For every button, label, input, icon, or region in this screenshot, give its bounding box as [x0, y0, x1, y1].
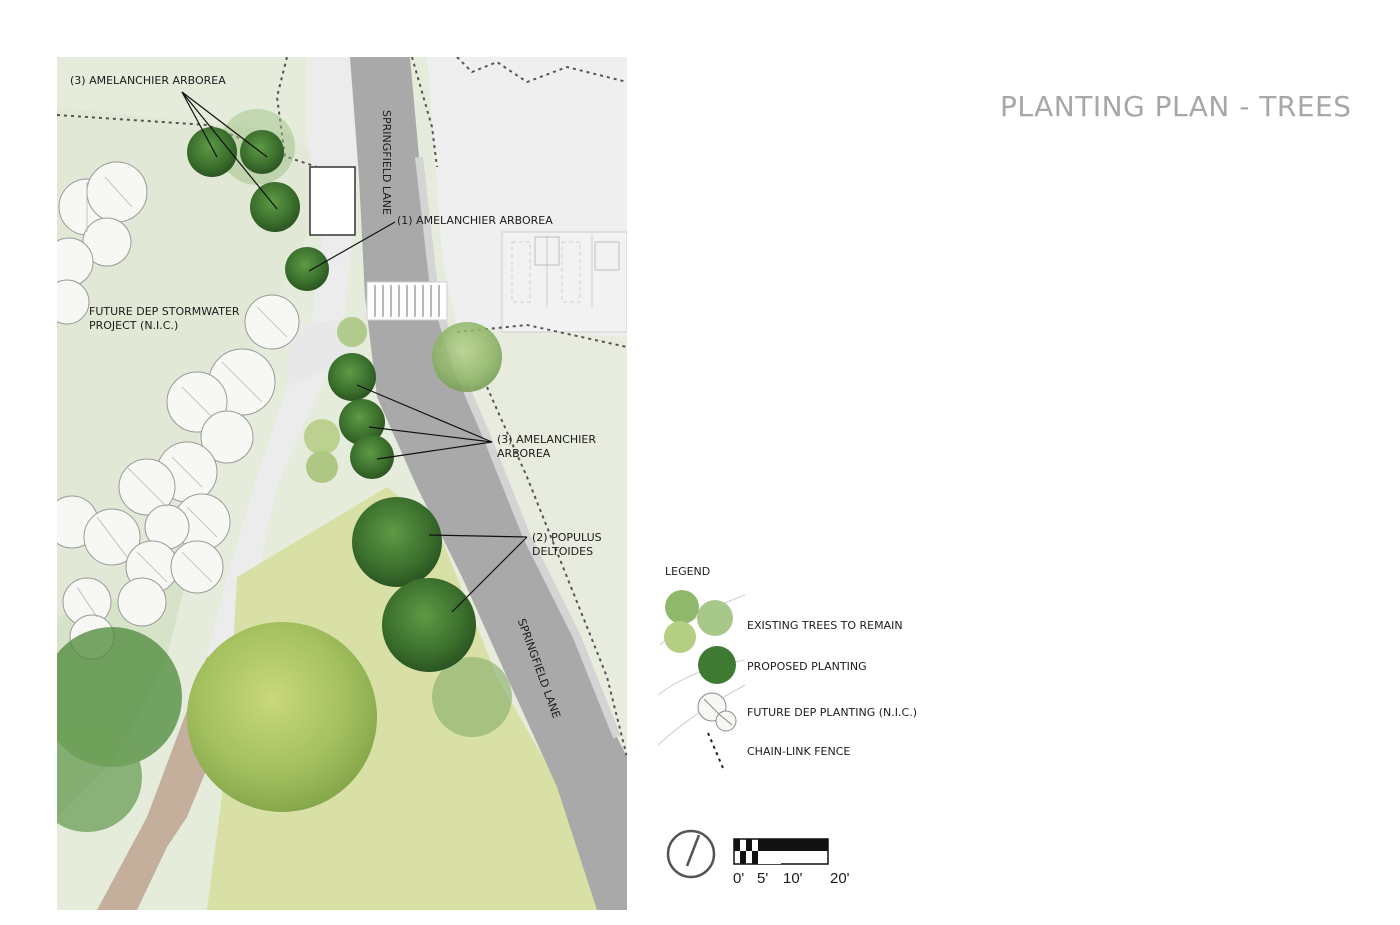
scale-bar: [733, 838, 829, 865]
fence-line-icon: [707, 732, 724, 769]
callout-amelanchier-1: (1) AMELANCHIER ARBOREA: [397, 214, 553, 227]
legend-existing-trees-label: EXISTING TREES TO REMAIN: [747, 619, 903, 632]
callout-populus-deltoides: (2) POPULUS DELTOIDES: [532, 531, 602, 558]
scale-label-10: 10': [783, 870, 803, 887]
legend-proposed-planting-label: PROPOSED PLANTING: [747, 660, 867, 673]
scale-label-20: 20': [830, 870, 850, 887]
crosswalk: [366, 281, 448, 321]
callout-amelanchier-3-mid: (3) AMELANCHIER ARBOREA: [497, 433, 596, 460]
future-tree-icon: [697, 692, 737, 732]
callout-amelanchier-3-top: (3) AMELANCHIER ARBOREA: [70, 74, 226, 87]
existing-trees-icon: [664, 590, 733, 653]
proposed-trees: [187, 127, 476, 672]
callout-future-dep-stormwater: FUTURE DEP STORMWATER PROJECT (N.I.C.): [89, 305, 240, 332]
scale-label-0: 0': [733, 870, 745, 887]
street-label-north: SPRINGFIELD LANE: [380, 110, 393, 215]
large-existing-tree: [187, 622, 377, 812]
existing-trees: [57, 109, 512, 832]
site-plan-graphic: [57, 57, 627, 910]
north-arrow-icon: [666, 829, 716, 879]
proposed-tree-icon: [698, 646, 736, 684]
legend-symbols: [657, 590, 746, 769]
legend-heading: LEGEND: [665, 565, 711, 578]
scale-label-5: 5': [757, 870, 769, 887]
page-title: PLANTING PLAN - TREES: [1000, 90, 1352, 123]
site-plan-map: (3) AMELANCHIER ARBOREA (1) AMELANCHIER …: [57, 57, 627, 910]
callout-leaders: [181, 91, 528, 613]
legend-chain-link-fence-label: CHAIN-LINK FENCE: [747, 745, 851, 758]
legend-future-dep-planting-label: FUTURE DEP PLANTING (N.I.C.): [747, 706, 917, 719]
